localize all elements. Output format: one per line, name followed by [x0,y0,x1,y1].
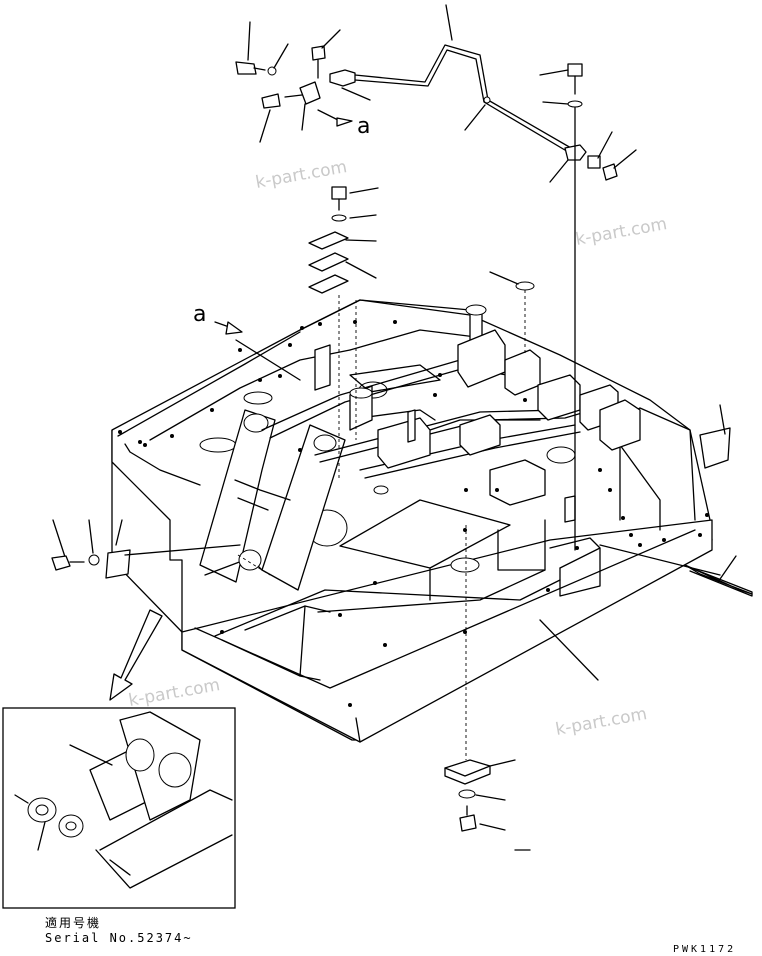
inset-applicability-label: 適用号機 [45,916,102,930]
inset-serial-label: Serial No.52374~ [45,931,193,945]
frame-rails [261,304,641,523]
view-label-left: a [193,302,207,327]
detail-inset [2,707,236,909]
lower-fasteners [444,525,531,851]
side-plate [599,404,753,597]
annotation-lines [51,321,599,701]
revolving-frame [111,299,713,743]
view-label-top: a [357,114,371,139]
boom-bracket [199,409,346,591]
drawing-code: PWK1172 [673,944,737,955]
deck-holes [118,320,709,707]
bolt-stack-right [539,63,637,551]
cover-plate-stack [308,186,535,480]
fitting-cluster [235,21,371,143]
